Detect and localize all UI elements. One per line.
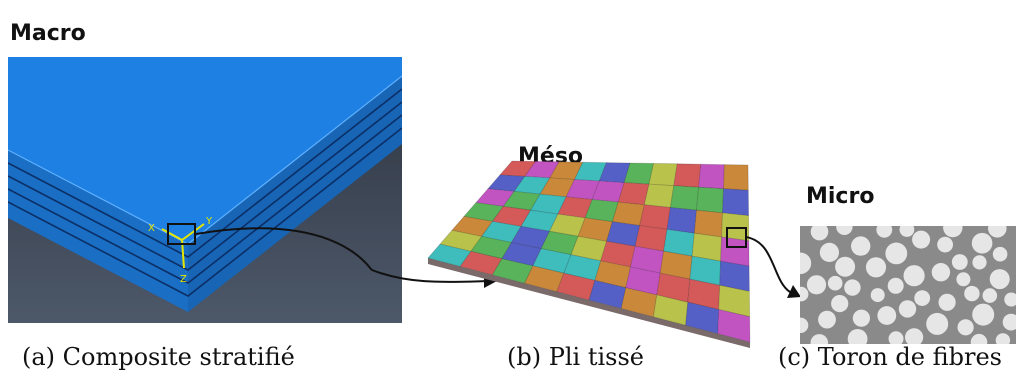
axis-y-letter: Y [205, 216, 213, 227]
fiber-circle [800, 286, 809, 302]
fiber-circle [931, 263, 951, 282]
weave-tow-cell [648, 162, 678, 187]
fiber-circle [870, 288, 885, 303]
fiber-circle [888, 331, 904, 344]
weave-tow-cell [693, 209, 723, 238]
fiber-circle [943, 226, 963, 238]
laminate-left-side [8, 150, 188, 312]
fiber-circle [806, 275, 827, 295]
fiber-circle [951, 254, 968, 270]
fiber-circle [903, 265, 925, 287]
weave-tow-cell [617, 182, 650, 206]
ply-lines [8, 88, 402, 297]
fiber-circle [956, 272, 971, 287]
fiber-circle [887, 277, 904, 294]
weave-tow-cell [721, 212, 750, 242]
caption-a: (a) Composite stratifié [22, 343, 295, 371]
weave-tow-cell [698, 163, 725, 190]
fiber-circle [835, 256, 856, 277]
fiber-circle [938, 293, 956, 311]
weave-tow-cell [723, 164, 749, 191]
caption-c: (c) Toron de fibres [778, 343, 1002, 371]
fiber-circle [899, 226, 915, 237]
arrowhead-micro [787, 285, 801, 298]
fiber-circle [972, 303, 995, 326]
fiber-circle [926, 312, 949, 335]
fiber-circle [847, 329, 868, 344]
macro-selection-box [167, 223, 196, 245]
fiber-circle [836, 226, 853, 235]
fiber-circle [852, 309, 871, 327]
micro-fiber-image [800, 226, 1016, 344]
fiber-circle [851, 236, 871, 256]
weave-tow-cell [639, 204, 671, 230]
fiber-cross-sections [800, 226, 1016, 344]
fiber-circle [964, 285, 980, 302]
fiber-circle [865, 257, 887, 278]
fiber-circle [831, 295, 849, 313]
fiber-circle [810, 226, 829, 241]
fiber-circle [971, 232, 993, 254]
macro-label: Macro [10, 21, 86, 46]
fiber-circle [827, 275, 843, 291]
fiber-circle [810, 334, 829, 344]
fiber-circle [800, 252, 812, 275]
weave-tow-cell [722, 188, 750, 217]
ply-thickness [428, 258, 750, 348]
fiber-circle [988, 226, 1007, 238]
fiber-circle [914, 290, 931, 306]
caption-b: (b) Pli tissé [507, 343, 644, 371]
fiber-circle [982, 288, 998, 303]
fiber-circle [800, 317, 809, 333]
fiber-circle [972, 255, 987, 270]
fiber-circle [844, 279, 861, 296]
micro-label: Micro [806, 184, 874, 209]
fiber-circle [905, 328, 924, 344]
axis-z-letter: Z [180, 274, 187, 285]
laminate-top-face [8, 57, 402, 244]
fiber-circle [898, 300, 917, 318]
fiber-circle [1004, 292, 1016, 307]
fiber-circle [912, 230, 931, 249]
fiber-circle [877, 306, 897, 325]
fiber-circle [970, 333, 988, 344]
axis-x-letter: X [148, 223, 155, 234]
fiber-circle [876, 226, 893, 238]
fiber-circle [937, 236, 953, 253]
fiber-circle [885, 242, 908, 265]
connector-arrow-macro-meso [195, 227, 491, 283]
weave-tow-cell [666, 207, 697, 234]
weave-tow-cell [669, 185, 700, 211]
fiber-circle [995, 333, 1011, 344]
weave-tow-cell [673, 163, 702, 188]
fiber-circle [1002, 313, 1016, 331]
fiber-circle [819, 242, 840, 262]
fiber-circle [818, 310, 836, 329]
fiber-circle [992, 246, 1008, 262]
weave-tow-cell [696, 186, 724, 214]
fiber-circle [957, 319, 974, 336]
meso-woven-ply [427, 160, 751, 348]
weave-tow-cell [717, 309, 751, 343]
connector-arrow-meso-micro [745, 236, 791, 293]
weave-tow-cell [643, 183, 675, 208]
macro-laminate-image [8, 57, 402, 323]
fiber-circle [989, 269, 1010, 290]
